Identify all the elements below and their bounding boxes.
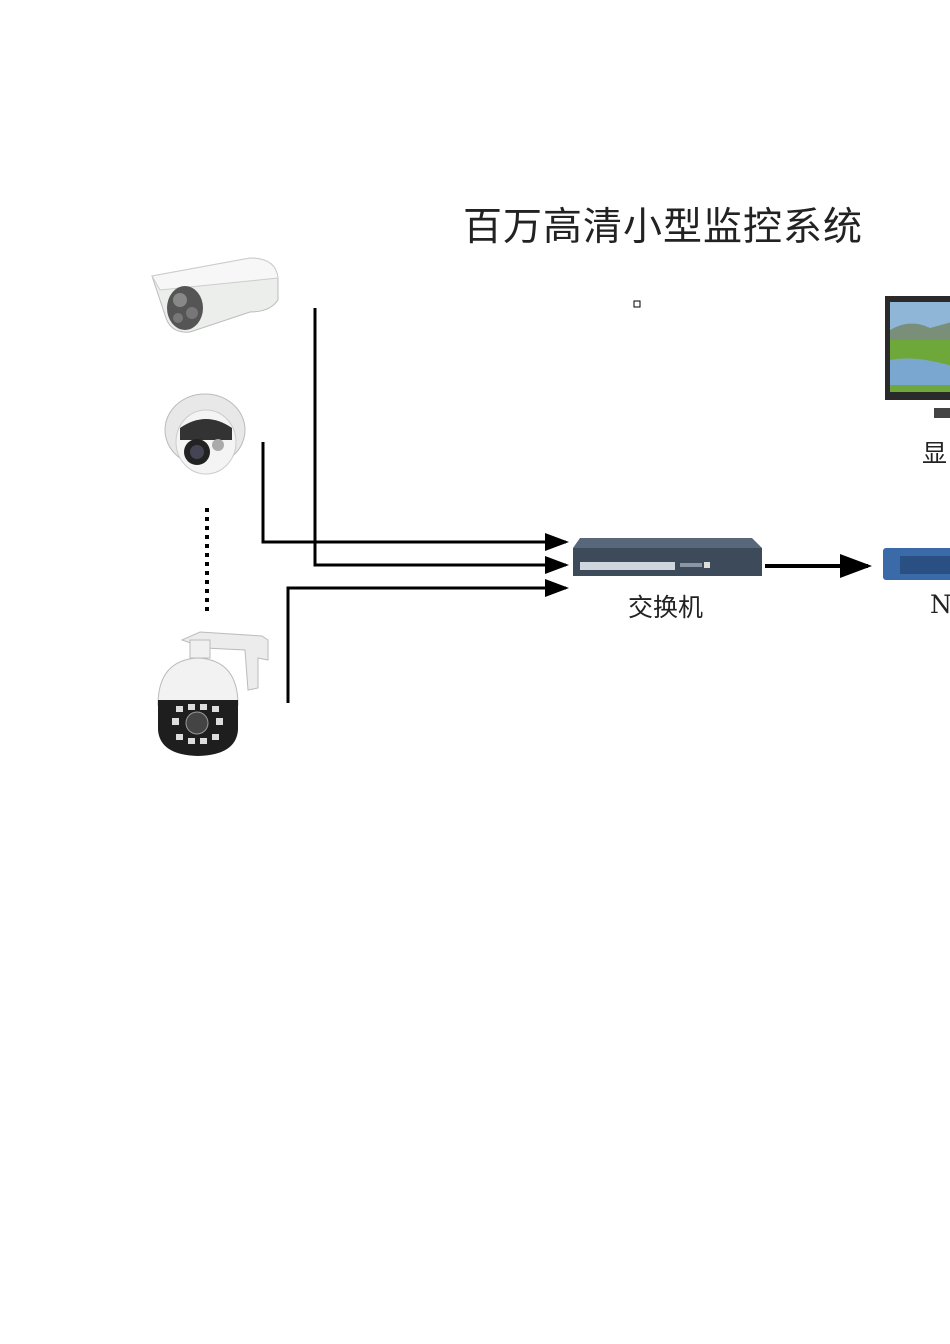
dome-camera-icon bbox=[164, 393, 246, 475]
nvr-icon bbox=[883, 548, 950, 580]
bullet-camera-icon bbox=[151, 257, 279, 333]
ptz-camera-link bbox=[286, 579, 569, 703]
ptz-camera-icon bbox=[157, 631, 269, 756]
small-square-mark bbox=[633, 300, 641, 308]
monitor-label: 显 bbox=[922, 439, 948, 468]
bullet-camera-link bbox=[313, 308, 569, 574]
nvr-label: NV bbox=[930, 590, 950, 619]
dome-camera-link bbox=[261, 442, 569, 551]
monitor-icon bbox=[885, 296, 950, 418]
network-switch-icon bbox=[573, 538, 762, 576]
switch-label: 交换机 bbox=[628, 593, 704, 622]
connection-lines bbox=[261, 308, 872, 703]
diagram-title: 百万高清小型监控系统 bbox=[463, 205, 864, 250]
